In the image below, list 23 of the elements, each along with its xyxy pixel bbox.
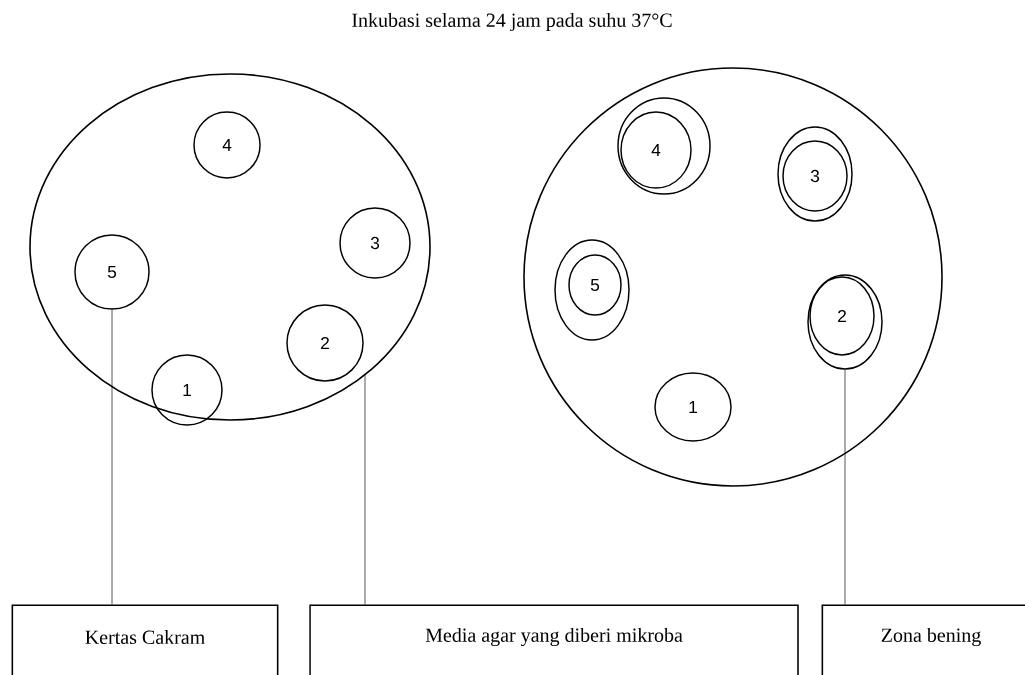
title: Inkubasi selama 24 jam pada suhu 37°C <box>352 12 672 32</box>
clear-zone <box>554 239 630 341</box>
leader-line <box>844 369 846 605</box>
leader-line <box>364 374 366 605</box>
clear-zone <box>617 97 711 195</box>
label-box: Kertas Cakram <box>11 604 279 675</box>
leader-line <box>111 309 113 605</box>
paper-disc: 2 <box>809 276 875 356</box>
paper-disc: 3 <box>339 207 411 279</box>
paper-disc: 2 <box>286 304 364 382</box>
paper-disc: 4 <box>620 111 692 189</box>
paper-disc: 1 <box>654 372 732 442</box>
petri-dish <box>523 67 943 487</box>
paper-disc: 1 <box>151 354 223 426</box>
petri-dish <box>29 73 431 421</box>
paper-disc: 5 <box>568 254 622 316</box>
label-box: Zona bening <box>821 604 1025 675</box>
clear-zone <box>777 126 853 222</box>
paper-disc: 4 <box>193 111 261 179</box>
paper-disc: 5 <box>74 234 150 310</box>
clear-zone <box>807 274 883 370</box>
label-box: Media agar yang diberi mikroba <box>309 604 799 675</box>
paper-disc: 3 <box>782 140 848 212</box>
